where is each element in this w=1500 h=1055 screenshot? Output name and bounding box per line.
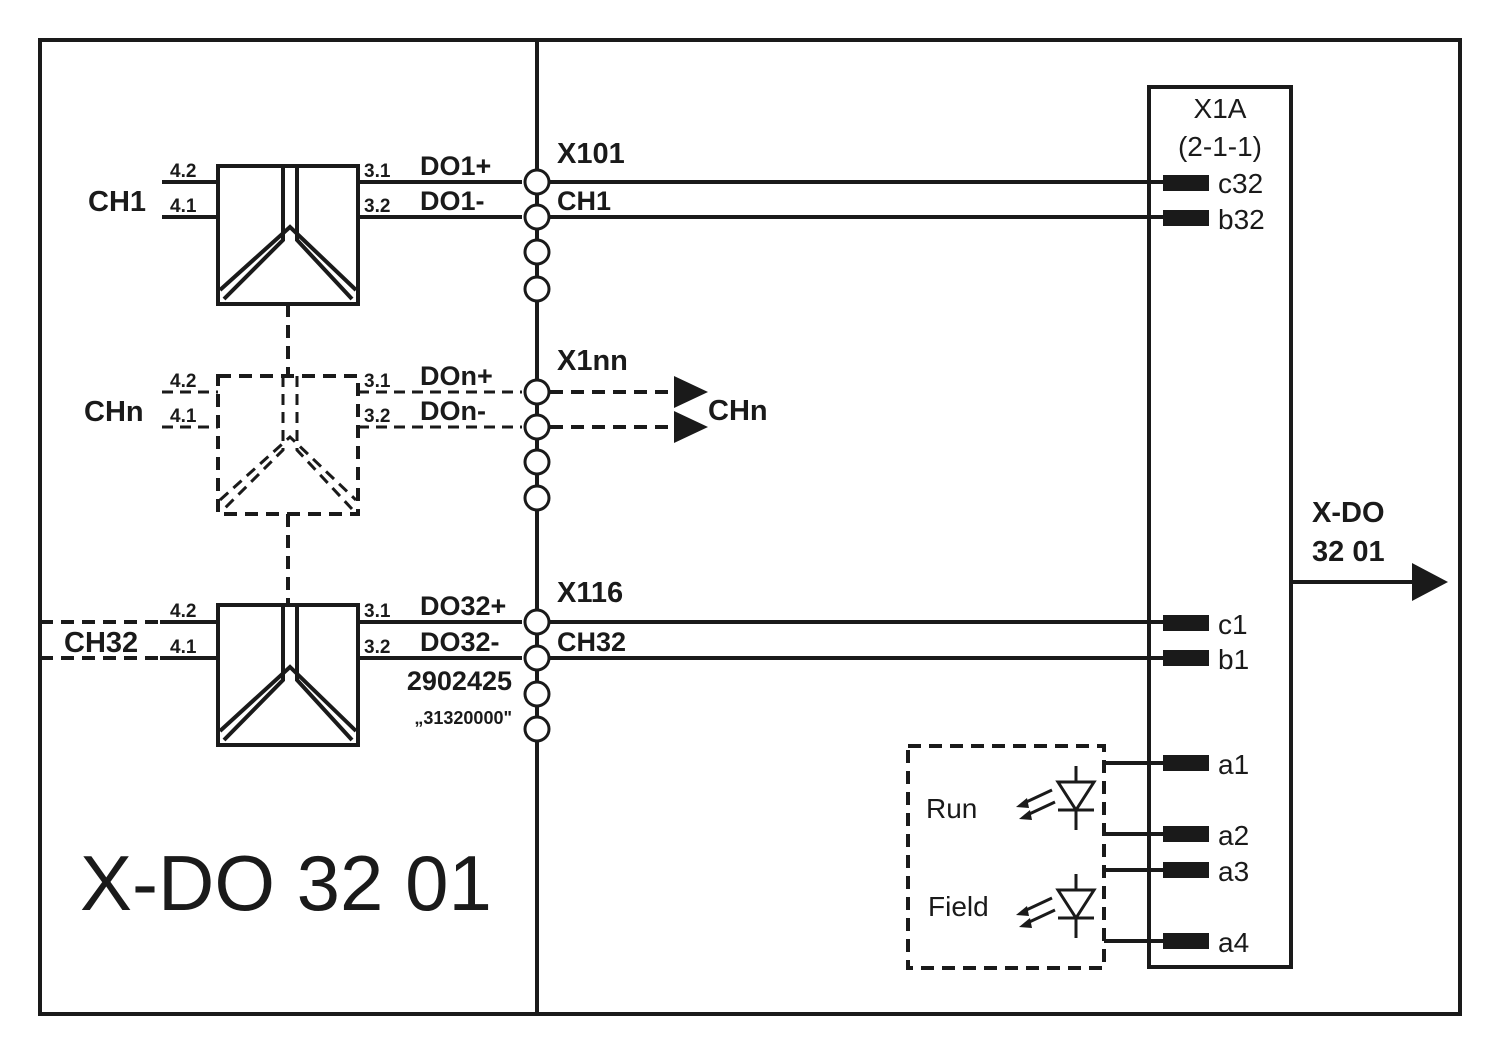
pin-pad xyxy=(1163,210,1209,226)
terminal-label: X116 xyxy=(557,577,623,609)
pin-label: 3.1 xyxy=(364,161,391,182)
pin-pad xyxy=(1163,826,1209,842)
output-label: 32 01 xyxy=(1312,536,1385,568)
relay-box xyxy=(216,603,360,747)
pin-label: 4.1 xyxy=(170,406,197,427)
relay-symbol xyxy=(218,166,358,301)
terminal-circle xyxy=(523,378,551,406)
terminal-label: X101 xyxy=(557,138,625,170)
terminal-circle xyxy=(523,448,551,476)
connector-name: X1A xyxy=(1194,93,1247,124)
pin-label: 3.1 xyxy=(364,371,391,392)
pin-label: 4.1 xyxy=(170,637,197,658)
channel-32: CH32 4.2 4.1 3.1 3.2 DO32+ DO32- X116 CH… xyxy=(40,577,1165,747)
terminal-circle xyxy=(523,413,551,441)
terminal-circle xyxy=(523,680,551,708)
signal-label: DO32- xyxy=(420,627,500,657)
pin-label: 4.2 xyxy=(170,161,196,182)
pin-label: b32 xyxy=(1218,204,1265,235)
pin-label: c32 xyxy=(1218,168,1263,199)
pin-pad xyxy=(1163,175,1209,191)
pin-label: 3.1 xyxy=(364,601,391,622)
signal-label: DO1- xyxy=(420,186,485,216)
terminal-circle xyxy=(523,715,551,743)
terminal-circle xyxy=(523,238,551,266)
terminal-channel-label: CH1 xyxy=(557,186,611,216)
pin-pad xyxy=(1163,650,1209,666)
terminal-circle xyxy=(523,644,551,672)
signal-label: DOn+ xyxy=(420,361,493,391)
arrow-icon xyxy=(674,411,708,443)
led-field-icon xyxy=(1016,874,1097,938)
output-label: X-DO xyxy=(1312,497,1385,529)
module-title: X-DO 32 01 xyxy=(80,839,492,927)
channel-label: CH32 xyxy=(64,627,138,659)
led-label: Run xyxy=(926,793,977,824)
pin-pad xyxy=(1163,862,1209,878)
terminal-circle xyxy=(523,168,551,196)
signal-label: DO1+ xyxy=(420,151,491,181)
terminal-label: X1nn xyxy=(557,345,628,377)
terminal-channel-label: CHn xyxy=(708,395,768,427)
pin-label: b1 xyxy=(1218,644,1249,675)
pin-label: 4.2 xyxy=(170,601,196,622)
terminal-circle xyxy=(523,484,551,512)
pin-pad xyxy=(1163,933,1209,949)
led-label: Field xyxy=(928,891,989,922)
pin-pad xyxy=(1163,615,1209,631)
pin-label: 3.2 xyxy=(364,637,390,658)
connector-code: (2-1-1) xyxy=(1178,131,1262,162)
terminal-circle xyxy=(523,275,551,303)
relay-box-dashed xyxy=(216,374,360,516)
signal-label: DO32+ xyxy=(420,591,506,621)
pin-label: a3 xyxy=(1218,856,1249,887)
channel-label: CH1 xyxy=(88,186,146,218)
pin-label: 3.2 xyxy=(364,406,390,427)
output-arrow-icon xyxy=(1412,563,1448,601)
pin-label: a1 xyxy=(1218,749,1249,780)
terminal-circle xyxy=(523,203,551,231)
pin-pad xyxy=(1163,755,1209,771)
part-number: 2902425 xyxy=(407,666,512,696)
pin-label: c1 xyxy=(1218,609,1248,640)
channel-1: CH1 4.2 4.1 3.1 3.2 DO1+ DO1- X101 CH1 xyxy=(88,138,1165,306)
relay-symbol-dashed xyxy=(218,376,358,511)
pin-label: a2 xyxy=(1218,820,1249,851)
pin-label: 4.1 xyxy=(170,196,197,217)
channel-n: CHn 4.2 4.1 3.1 3.2 DOn+ DOn- X1nn CHn xyxy=(84,345,768,516)
pin-label: 4.2 xyxy=(170,371,196,392)
connector-x1a xyxy=(1147,85,1293,969)
terminal-channel-label: CH32 xyxy=(557,627,626,657)
part-code: „31320000" xyxy=(414,708,512,728)
arrow-icon xyxy=(674,376,708,408)
connector-pads xyxy=(1163,175,1209,949)
signal-label: DOn- xyxy=(420,396,486,426)
terminal-circle xyxy=(523,608,551,636)
pin-label: 3.2 xyxy=(364,196,390,217)
pin-label: a4 xyxy=(1218,927,1249,958)
led-run-icon xyxy=(1016,766,1097,830)
relay-symbol xyxy=(218,605,358,742)
outer-frame xyxy=(38,38,1462,1016)
channel-label: CHn xyxy=(84,396,144,428)
led-indicator-box xyxy=(906,744,1106,970)
